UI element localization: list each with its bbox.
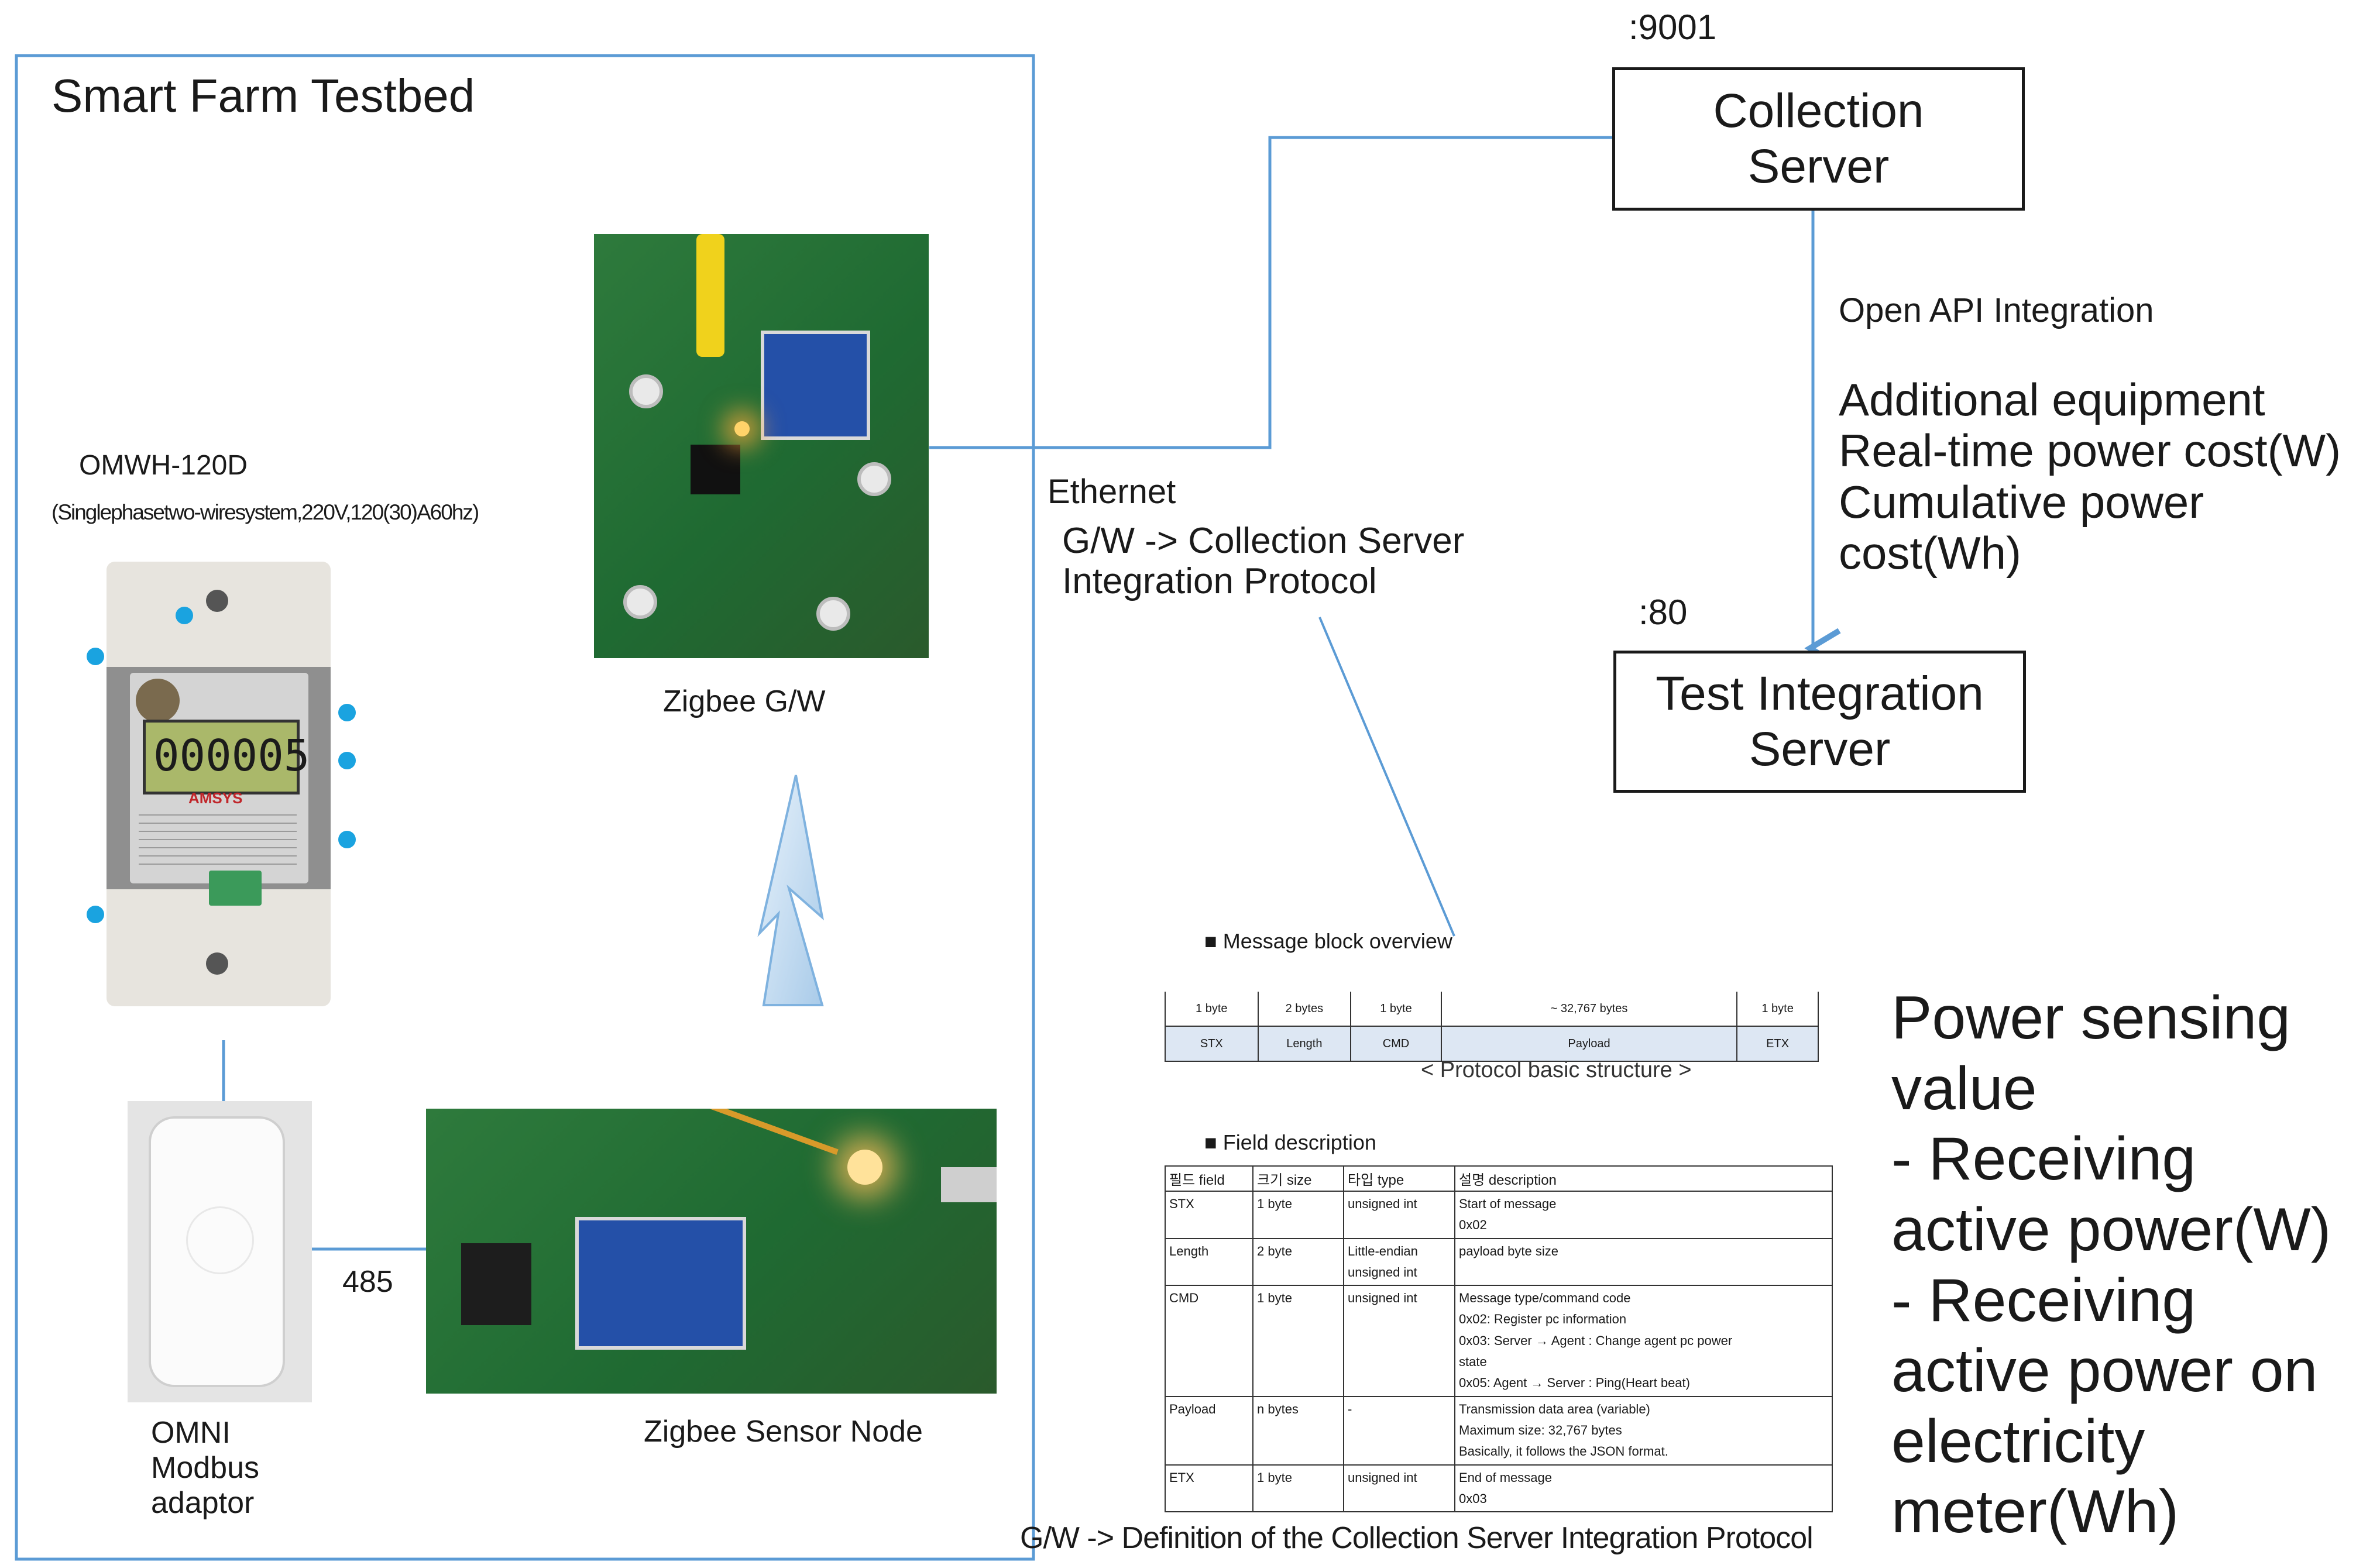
collection-server-box: Collection Server (1612, 67, 2025, 211)
header-size-cell: 1 byte (1736, 992, 1819, 1026)
protocol-structure-caption: < Protocol basic structure > (1421, 1058, 1692, 1082)
meter-display: 000005 (153, 731, 310, 781)
testbed-title: Smart Farm Testbed (51, 70, 475, 122)
header-field-cell: Payload (1440, 1026, 1738, 1062)
field-description-title: ■ Field description (1204, 1130, 1376, 1154)
ethernet-label: Ethernet (1048, 473, 1176, 511)
adaptor-caption: OMNI Modbus adaptor (151, 1416, 259, 1520)
column-header: 크기 size (1252, 1165, 1344, 1192)
meter-model-label: OMWH-120D (79, 450, 248, 481)
zigbee-sensor-node-photo (426, 1109, 997, 1394)
description-cell: Transmission data area (variable) Maximu… (1454, 1395, 1833, 1466)
column-header: 필드 field (1165, 1165, 1253, 1192)
sensor-node-caption: Zigbee Sensor Node (644, 1415, 923, 1449)
field-cell: Payload (1165, 1395, 1253, 1466)
wireless-bolt-icon (757, 775, 825, 1006)
header-field-cell: ETX (1736, 1026, 1819, 1062)
test-server-box: Test Integration Server (1613, 651, 2026, 793)
header-field-cell: Length (1257, 1026, 1352, 1062)
header-size-cell: 2 bytes (1257, 992, 1352, 1026)
callout-dot (338, 831, 356, 848)
collection-server-label: Collection Server (1713, 84, 1924, 193)
collection-server-port: :9001 (1629, 8, 1717, 47)
description-cell: Message type/command code 0x02: Register… (1454, 1285, 1833, 1397)
table-row: STX 1 byte unsigned int Start of message… (1165, 1191, 1833, 1239)
type-cell: - (1343, 1395, 1455, 1466)
message-block-title: ■ Message block overview (1204, 929, 1452, 953)
table-row: ETX 1 byte unsigned int End of message 0… (1165, 1464, 1833, 1513)
type-cell: unsigned int (1343, 1464, 1455, 1513)
table-row: Payload n bytes - Transmission data area… (1165, 1395, 1833, 1466)
size-cell: 1 byte (1252, 1285, 1344, 1397)
field-cell: ETX (1165, 1464, 1253, 1513)
header-size-cell: ~ 32,767 bytes (1440, 992, 1738, 1026)
column-header: 설명 description (1454, 1165, 1833, 1192)
field-cell: STX (1165, 1191, 1253, 1239)
test-server-port: :80 (1639, 593, 1688, 632)
electricity-meter-photo: 000005 AMSYS (107, 562, 331, 1006)
power-sensing-text: Power sensing value - Receiving active p… (1891, 984, 2331, 1546)
callout-dot (338, 752, 356, 769)
integration-details: Additional equipment Real-time power cos… (1839, 374, 2341, 579)
table-row: CMD 1 byte unsigned int Message type/com… (1165, 1285, 1833, 1397)
header-size-cell: 1 byte (1165, 992, 1259, 1026)
protocol-definition-caption: G/W -> Definition of the Collection Serv… (1020, 1521, 1814, 1555)
meter-spec-label: (Singlephasetwo-wiresystem,220V,120(30)A… (51, 500, 479, 524)
testbed-frame (15, 54, 1035, 1561)
type-cell: unsigned int (1343, 1285, 1455, 1397)
description-cell: End of message 0x03 (1454, 1464, 1833, 1513)
description-cell: Start of message 0x02 (1454, 1191, 1833, 1239)
description-cell: payload byte size (1454, 1237, 1833, 1287)
zigbee-gateway-photo (594, 234, 929, 658)
modbus-adaptor-photo (128, 1101, 312, 1402)
message-block-table: 1 byte 2 bytes 1 byte ~ 32,767 bytes 1 b… (1165, 992, 1819, 1062)
type-cell: unsigned int (1343, 1191, 1455, 1239)
gateway-caption: Zigbee G/W (663, 685, 826, 718)
rs485-label: 485 (342, 1265, 393, 1299)
open-api-label: Open API Integration (1839, 291, 2154, 329)
meter-brand: AMSYS (188, 789, 243, 807)
size-cell: 1 byte (1252, 1191, 1344, 1239)
ethernet-wire (929, 136, 1612, 449)
column-header: 타입 type (1343, 1165, 1455, 1192)
table-row: Length 2 byte Little-endian unsigned int… (1165, 1237, 1833, 1287)
size-cell: 2 byte (1252, 1237, 1344, 1287)
type-cell: Little-endian unsigned int (1343, 1237, 1455, 1287)
callout-dot (338, 704, 356, 721)
header-field-cell: CMD (1350, 1026, 1442, 1062)
protocol-callout-line (1318, 617, 1455, 937)
size-cell: n bytes (1252, 1395, 1344, 1466)
header-field-cell: STX (1165, 1026, 1259, 1062)
field-description-table: 필드 field 크기 size 타입 type 설명 description … (1165, 1165, 1833, 1513)
header-size-cell: 1 byte (1350, 992, 1442, 1026)
test-server-label: Test Integration Server (1656, 667, 1984, 776)
protocol-label: G/W -> Collection Server Integration Pro… (1062, 521, 1465, 602)
size-cell: 1 byte (1252, 1464, 1344, 1513)
callout-dot (176, 607, 193, 624)
field-cell: Length (1165, 1237, 1253, 1287)
field-cell: CMD (1165, 1285, 1253, 1397)
callout-dot (87, 648, 104, 665)
callout-dot (87, 906, 104, 923)
